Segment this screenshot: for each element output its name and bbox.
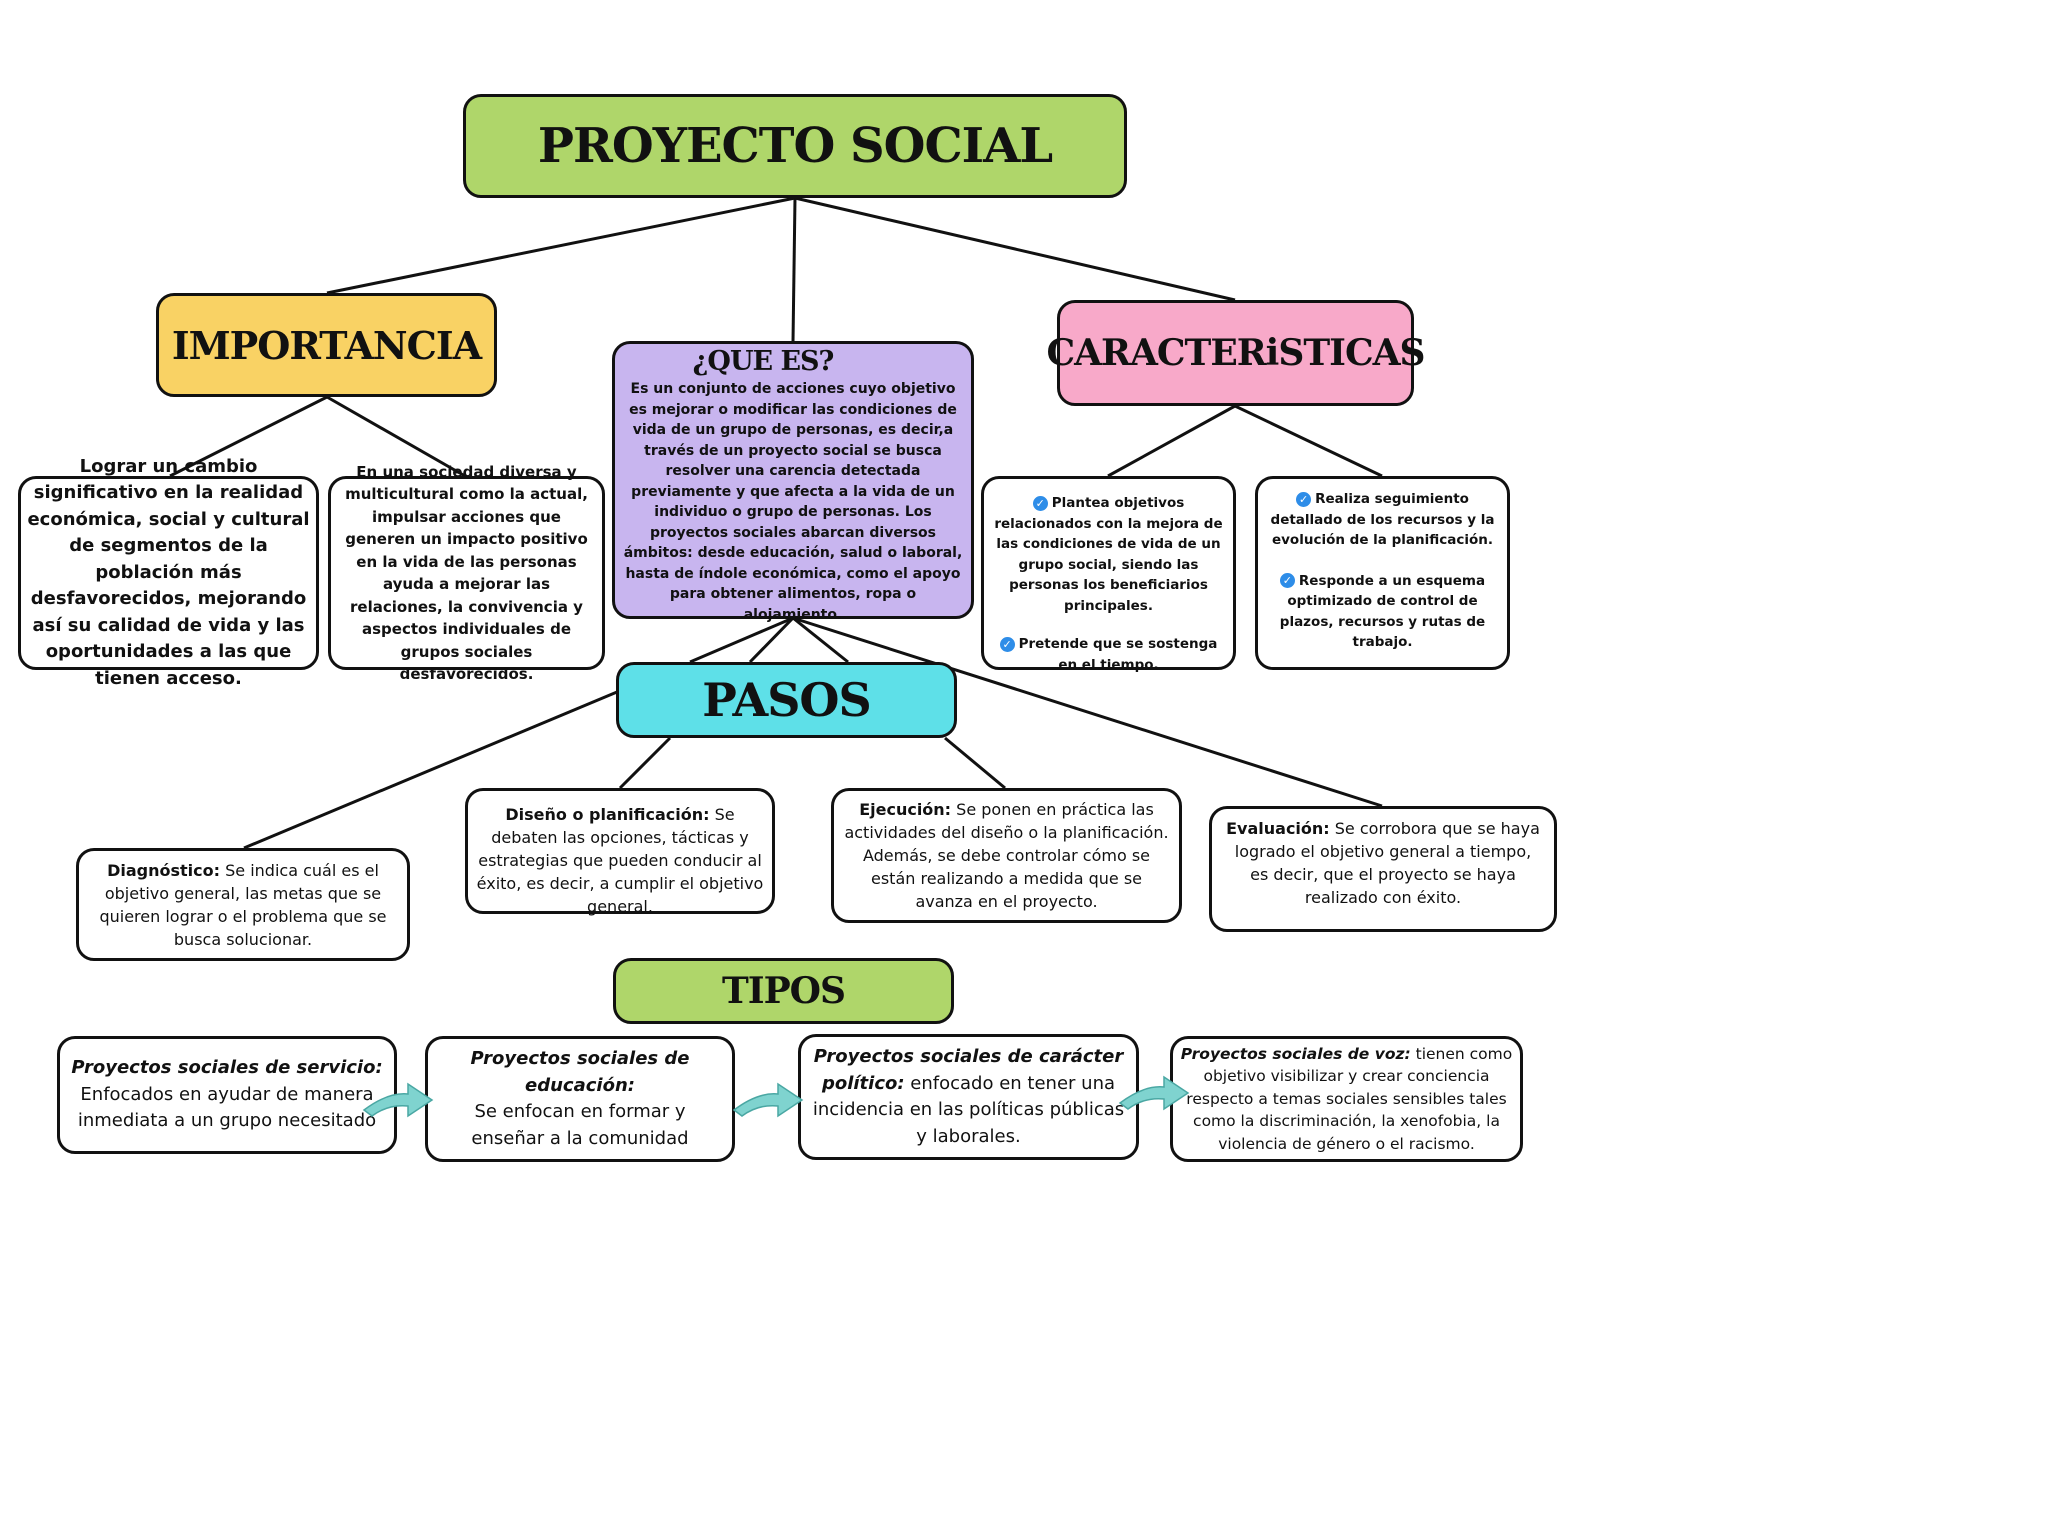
check-icon: ✓ (1280, 573, 1295, 588)
paso-evaluacion-text: Evaluación: Se corrobora que se haya log… (1226, 817, 1540, 909)
tipo-servicio-label: Proyectos sociales de servicio: (70, 1055, 384, 1082)
importancia-item-1: Lograr un cambio significativo en la rea… (18, 476, 319, 670)
tipo-voz: Proyectos sociales de voz: tienen como o… (1170, 1036, 1523, 1162)
caracteristica-4-text: Responde a un esquema optimizado de cont… (1280, 573, 1485, 651)
tipo-educacion-label: Proyectos sociales de educación: (436, 1046, 724, 1099)
caracteristica-3: ✓Realiza seguimiento detallado de los re… (1266, 489, 1499, 551)
tipo-politico-text: Proyectos sociales de carácter político:… (807, 1044, 1130, 1150)
que-es-text: Es un conjunto de acciones cuyo objetivo… (623, 379, 963, 625)
importancia-item-1-text: Lograr un cambio significativo en la rea… (23, 454, 314, 693)
pasos-heading-box: PASOS (616, 662, 957, 738)
caracteristicas-heading: CARACTERiSTICAS (1046, 332, 1424, 374)
paso-diagnostico: Diagnóstico: Se indica cuál es el objeti… (76, 848, 410, 961)
arrow-icon (732, 1080, 804, 1120)
tipo-educacion-text: Proyectos sociales de educación: Se enfo… (436, 1046, 724, 1152)
importancia-item-2-text: En una sociedad diversa y multicultural … (337, 461, 596, 686)
tipos-heading: TIPOS (722, 970, 845, 1012)
tipo-educacion: Proyectos sociales de educación: Se enfo… (425, 1036, 735, 1162)
paso-diagnostico-label: Diagnóstico: (107, 861, 220, 880)
paso-evaluacion-label: Evaluación: (1226, 819, 1330, 838)
importancia-heading-box: IMPORTANCIA (156, 293, 497, 397)
caracteristicas-box-2: ✓Realiza seguimiento detallado de los re… (1255, 476, 1510, 670)
caracteristica-1: ✓Plantea objetivos relacionados con la m… (988, 493, 1229, 616)
check-icon: ✓ (1033, 496, 1048, 511)
tipo-voz-text: Proyectos sociales de voz: tienen como o… (1179, 1043, 1514, 1156)
paso-evaluacion: Evaluación: Se corrobora que se haya log… (1209, 806, 1557, 932)
arrow-icon (362, 1080, 434, 1120)
tipos-heading-box: TIPOS (613, 958, 954, 1024)
tipo-voz-label: Proyectos sociales de voz: (1181, 1045, 1411, 1063)
caracteristicas-box-1: ✓Plantea objetivos relacionados con la m… (981, 476, 1236, 670)
caracteristica-1-text: Plantea objetivos relacionados con la me… (994, 495, 1222, 614)
que-es-heading: ¿QUE ES? (693, 346, 834, 377)
importancia-item-2: En una sociedad diversa y multicultural … (328, 476, 605, 670)
caracteristica-2: ✓ Pretende que se sostenga en el tiempo. (988, 634, 1229, 675)
check-icon: ✓ (1000, 637, 1015, 652)
que-es-box: ¿QUE ES? Es un conjunto de acciones cuyo… (612, 341, 974, 619)
paso-diseno-text: Diseño o planificación: Se debaten las o… (470, 803, 770, 918)
tipo-servicio: Proyectos sociales de servicio: Enfocado… (57, 1036, 397, 1154)
pasos-heading: PASOS (702, 673, 870, 727)
caracteristicas-heading-box: CARACTERiSTICAS (1057, 300, 1414, 406)
tipo-politico: Proyectos sociales de carácter político:… (798, 1034, 1139, 1160)
arrow-icon (1118, 1073, 1190, 1113)
title-box: PROYECTO SOCIAL (463, 94, 1127, 198)
caracteristica-4: ✓Responde a un esquema optimizado de con… (1266, 571, 1499, 653)
tipo-educacion-desc: Se enfocan en formar y enseñar a la comu… (436, 1099, 724, 1152)
paso-ejecucion-text: Ejecución: Se ponen en práctica las acti… (844, 798, 1169, 913)
paso-ejecucion-label: Ejecución: (859, 800, 951, 819)
check-icon: ✓ (1296, 492, 1311, 507)
importancia-heading: IMPORTANCIA (172, 323, 481, 368)
paso-ejecucion: Ejecución: Se ponen en práctica las acti… (831, 788, 1182, 923)
tipo-servicio-desc: Enfocados en ayudar de manera inmediata … (70, 1082, 384, 1135)
page-title: PROYECTO SOCIAL (538, 118, 1052, 174)
tipo-servicio-text: Proyectos sociales de servicio: Enfocado… (70, 1055, 384, 1135)
paso-diagnostico-text: Diagnóstico: Se indica cuál es el objeti… (91, 859, 395, 951)
paso-diseno-label: Diseño o planificación: (505, 805, 709, 824)
caracteristica-2-text: Pretende que se sostenga en el tiempo. (1019, 636, 1218, 673)
paso-diseno: Diseño o planificación: Se debaten las o… (465, 788, 775, 914)
